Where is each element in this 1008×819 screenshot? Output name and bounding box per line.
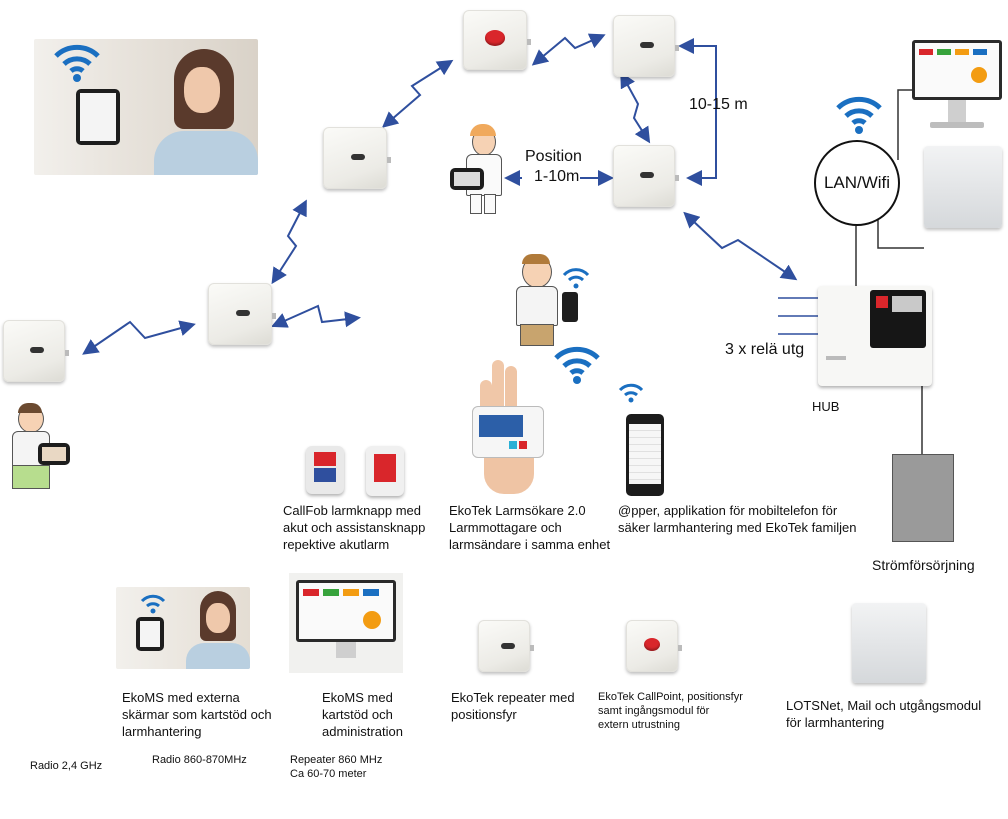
callfob-label-line-1: CallFob larmknapp med [283, 503, 422, 518]
lan-wifi-label: LAN/Wifi [823, 173, 891, 192]
woman-shirt [154, 131, 258, 175]
position-beacon-middle [613, 145, 679, 207]
larmsokare-label-line-1: EkoTek Larmsökare 2.0 [449, 503, 586, 518]
wifi-icon [554, 346, 600, 384]
distance-bracket [678, 38, 717, 186]
ekoms-ext-label-line-3: larmhantering [122, 724, 202, 739]
repeater-bottom [478, 620, 534, 672]
callpoint-label-line-2: samt ingångsmodul för [598, 705, 710, 717]
larmsokare-label-line-3: larmsändare i samma enhet [449, 537, 611, 552]
app-label-line-2: säker larmhantering med EkoTek familjen [618, 520, 857, 535]
lan-to-monitor-line [897, 89, 912, 160]
position-range-label: 1-10m [534, 168, 580, 185]
smartphone [626, 414, 664, 496]
larmsokare-device [472, 406, 544, 458]
ekoms-admin-label-line-2: kartstöd och [322, 707, 393, 722]
hub-device [818, 286, 932, 386]
link-repeater-callpoint [381, 59, 454, 128]
lotsnet-cabinet-bottom [852, 603, 926, 683]
lan-wifi-circle [814, 140, 900, 226]
repeater-freq-line-2: Ca 60-70 meter [290, 768, 367, 780]
distance-label: 10-15 m [689, 96, 748, 113]
callfob-alarm-button [366, 446, 404, 496]
ekoms-ext-label-line-1: EkoMS med externa [122, 690, 240, 705]
radio-24-label: Radio 2,4 GHz [30, 760, 103, 772]
monitor-stand [948, 100, 966, 124]
lan-to-lotsnet-line [877, 210, 924, 249]
callpoint-bottom [626, 620, 682, 672]
doctor-figure-pager [450, 124, 510, 216]
woman-face [184, 67, 220, 113]
repeater-freq-line-1: Repeater 860 MHz [290, 754, 383, 766]
wifi-icon [54, 44, 100, 82]
wifi-icon [836, 96, 882, 134]
lotsnet-label-line-2: för larmhantering [786, 715, 885, 730]
ekoms-wall-photo [34, 39, 258, 175]
link-repeater-up [271, 199, 307, 285]
admin-monitor [912, 40, 1002, 100]
monitor-base [930, 122, 984, 128]
repeater-left [3, 320, 69, 382]
repeater-upper [323, 127, 391, 189]
callpoint-label-line-3: extern utrustning [598, 719, 680, 731]
hub-label: HUB [812, 399, 840, 414]
wifi-icon [618, 383, 644, 403]
link-beacon-hub [683, 211, 798, 281]
ekoms-admin-label-line-3: administration [322, 724, 403, 739]
wifi-icon [140, 594, 166, 614]
ekoms-admin-label-line-1: EkoMS med [322, 690, 393, 705]
larmsokare-label-line-2: Larmmottagare och [449, 520, 562, 535]
callfob-assist-button [306, 446, 344, 494]
callpoint-device-top [463, 10, 531, 70]
ekoms-admin-stand [336, 642, 356, 658]
link-beacon-beacon [620, 71, 651, 144]
ekoms-ext-label-line-2: skärmar som kartstöd och [122, 707, 272, 722]
callpoint-label-line-1: EkoTek CallPoint, positionsfyr [598, 691, 743, 703]
ekoms-external-photo [116, 587, 250, 669]
link-callpoint-beacon [531, 33, 606, 66]
callfob-label-line-3: repektive akutlarm [283, 537, 390, 552]
doctor-figure-phone [514, 254, 584, 346]
wifi-icon [562, 268, 590, 289]
link-repeater-right [271, 304, 361, 328]
callfob-label-line-2: akut och assistansknapp [283, 520, 426, 535]
lotsnet-label-line-1: LOTSNet, Mail och utgångsmodul [786, 698, 982, 713]
lotsnet-cabinet-top [924, 146, 1002, 228]
link-left-device-repeater [82, 320, 196, 355]
nurse-figure-left [8, 403, 70, 497]
relay-label: 3 x relä utg [725, 341, 805, 358]
power-supply-box [892, 454, 954, 542]
hand-holding-pager [472, 360, 544, 494]
repeater-middle [208, 283, 276, 345]
radio-860-label: Radio 860-870MHz [152, 754, 247, 766]
position-label: Position [525, 148, 582, 165]
ekoms-admin-monitor [296, 580, 396, 642]
power-label: Strömförsörjning [872, 557, 975, 573]
repeater-label-line-2: positionsfyr [451, 707, 517, 722]
repeater-label-line-1: EkoTek repeater med [451, 690, 575, 705]
position-beacon-top [613, 15, 679, 77]
app-label-line-1: @pper, applikation för mobiltelefon för [618, 503, 838, 518]
wall-tablet [76, 89, 120, 145]
